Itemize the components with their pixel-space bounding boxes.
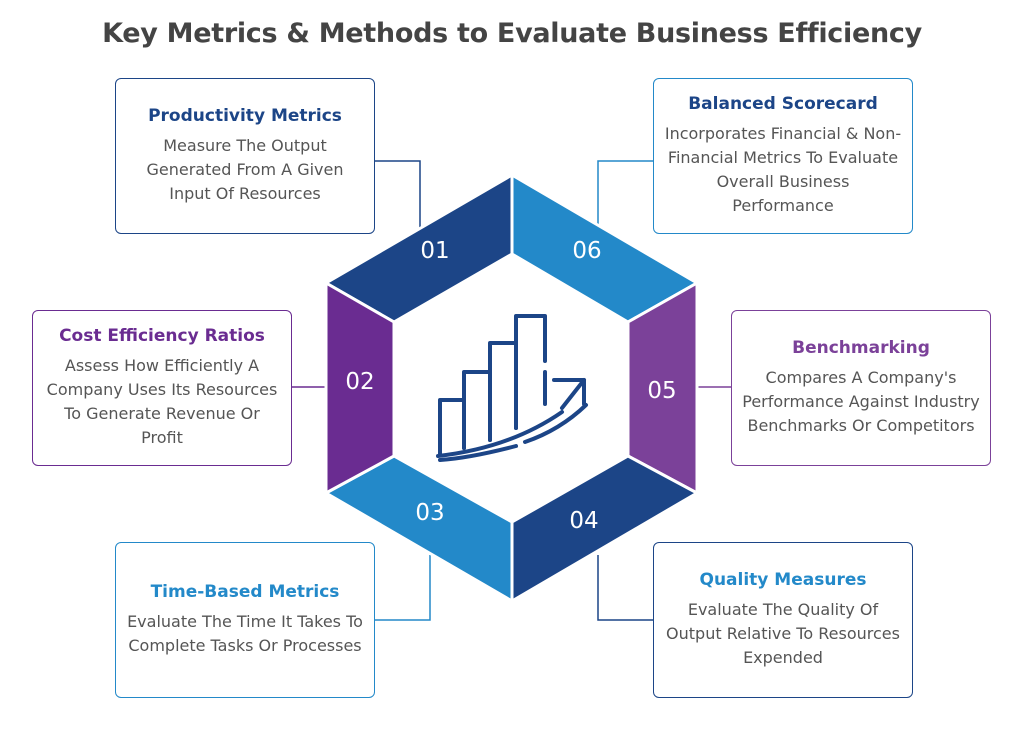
card-description: Evaluate The Time It Takes To Complete T… [127,612,363,655]
segment-02 [324,280,396,496]
card-heading: Productivity Metrics [148,106,342,126]
card-balanced-scorecard: Balanced Scorecard Incorporates Financia… [653,78,913,234]
connector-01 [375,160,421,228]
segment-number-06: 06 [572,238,602,264]
card-benchmarking: Benchmarking Compares A Company's Perfor… [731,310,991,466]
card-description: Assess How Efficiently A Company Uses It… [46,356,278,447]
card-heading: Time-Based Metrics [150,582,340,602]
card-cost-efficiency-ratios: Cost Efficiency Ratios Assess How Effici… [32,310,292,466]
card-time-based-metrics: Time-Based Metrics Evaluate The Time It … [115,542,375,698]
card-heading: Benchmarking [792,338,930,358]
segment-number-01: 01 [420,238,450,264]
page-title: Key Metrics & Methods to Evaluate Busine… [102,18,922,49]
segment-number-02: 02 [345,369,375,395]
connector-04 [597,555,653,621]
segment-number-04: 04 [569,508,599,534]
segment-number-05: 05 [647,378,677,404]
card-heading: Cost Efficiency Ratios [59,326,265,346]
connector-06 [597,160,653,225]
card-quality-measures: Quality Measures Evaluate The Quality Of… [653,542,913,698]
card-heading: Quality Measures [699,570,867,590]
card-productivity-metrics: Productivity Metrics Measure The Output … [115,78,375,234]
connector-03 [375,555,431,621]
card-description: Incorporates Financial & Non-Financial M… [664,124,902,215]
segment-number-03: 03 [415,500,445,526]
card-description: Compares A Company's Performance Against… [742,368,980,435]
card-description: Measure The Output Generated From A Give… [146,136,344,203]
card-heading: Balanced Scorecard [688,94,878,114]
growth-bar-chart-icon [436,314,588,462]
card-description: Evaluate The Quality Of Output Relative … [666,600,900,667]
